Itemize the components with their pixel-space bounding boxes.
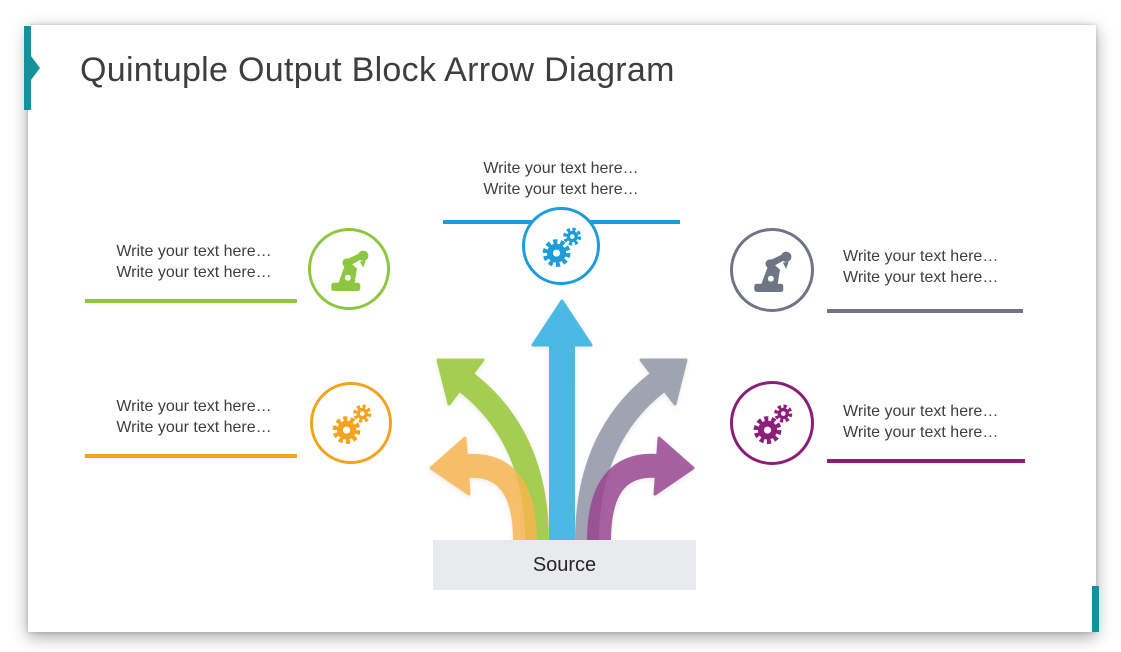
- arrow-top-center: [531, 299, 593, 541]
- callout-upper-right-underline: [827, 309, 1023, 313]
- arrow-upper-right: [575, 358, 688, 542]
- robot-arm-icon-circle-upper-left: [308, 228, 390, 310]
- callout-lower-left-underline: [85, 454, 297, 458]
- placeholder-text-line: Write your text here…: [116, 243, 272, 260]
- placeholder-text-line: Write your text here…: [843, 403, 999, 420]
- gears-icon: [535, 220, 588, 273]
- callout-upper-right-text: Write your text here… Write your text he…: [843, 247, 1053, 288]
- callout-upper-left-text: Write your text here… Write your text he…: [85, 242, 303, 283]
- arrow-lower-right: [587, 436, 695, 542]
- arrow-lower-left: [429, 436, 537, 542]
- accent-bar-right: [1092, 586, 1099, 632]
- placeholder-text-line: Write your text here…: [843, 423, 999, 441]
- callout-upper-left-underline: [85, 299, 297, 303]
- robot-arm-icon-circle-upper-right: [730, 228, 814, 312]
- gears-icon-circle-top: [522, 207, 600, 285]
- placeholder-text-line: Write your text here…: [116, 398, 272, 415]
- output-arrows-graphic: [429, 299, 695, 542]
- gears-icon: [325, 397, 378, 450]
- callout-top-center-text: Write your text here… Write your text he…: [411, 159, 711, 200]
- source-label: Source: [532, 553, 597, 576]
- callout-lower-right-text: Write your text here… Write your text he…: [843, 402, 1053, 443]
- placeholder-text-line: Write your text here…: [483, 180, 639, 198]
- callout-lower-right-underline: [827, 459, 1025, 463]
- placeholder-text-line: Write your text here…: [843, 268, 999, 286]
- chevron-right-icon: [31, 56, 40, 80]
- callout-lower-left-text: Write your text here… Write your text he…: [85, 397, 303, 438]
- accent-bar-left: [24, 26, 31, 110]
- gears-icon-circle-lower-left: [310, 382, 392, 464]
- placeholder-text-line: Write your text here…: [116, 418, 272, 436]
- placeholder-text-line: Write your text here…: [843, 248, 999, 265]
- arrow-upper-left: [436, 358, 549, 542]
- gears-icon-circle-lower-right: [730, 381, 814, 465]
- robot-arm-icon: [746, 244, 799, 297]
- placeholder-text-line: Write your text here…: [483, 160, 639, 177]
- slide-title: Quintuple Output Block Arrow Diagram: [80, 51, 675, 89]
- slide-canvas: Quintuple Output Block Arrow Diagram: [24, 25, 1099, 632]
- gears-icon: [746, 397, 799, 450]
- source-block: Source: [433, 540, 696, 590]
- placeholder-text-line: Write your text here…: [116, 263, 272, 281]
- robot-arm-icon: [323, 243, 376, 296]
